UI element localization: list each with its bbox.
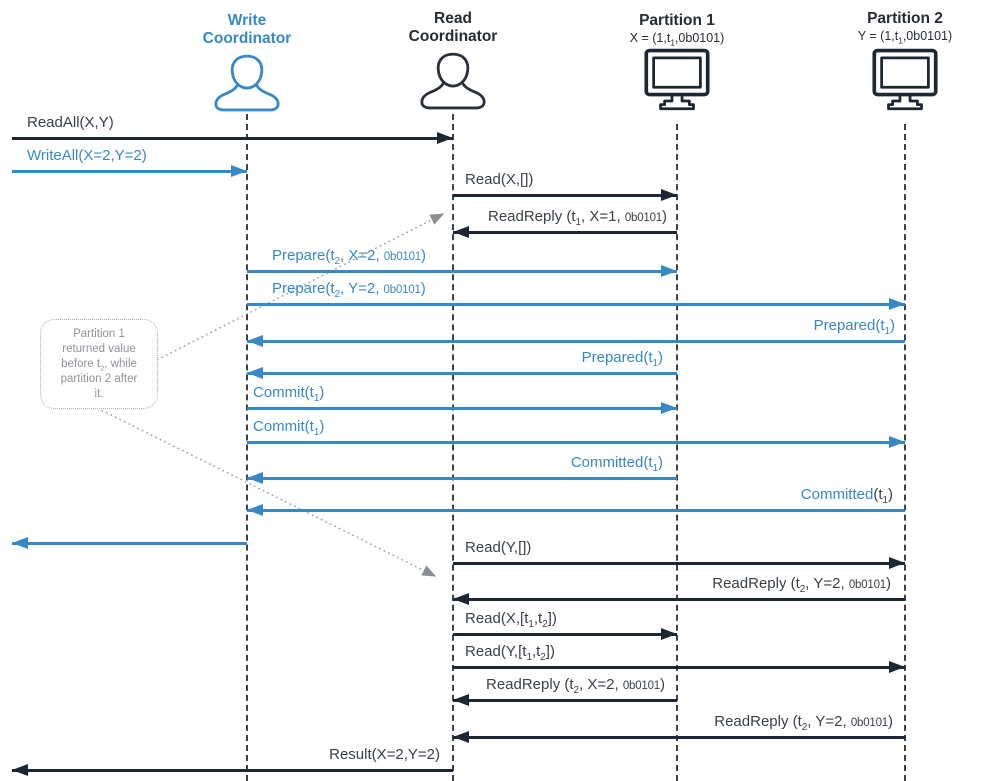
message-arrow-prepare-t2-x2	[247, 270, 677, 273]
note-line: before t2, while	[61, 357, 137, 372]
actor-title-line: Partition 2	[867, 10, 943, 27]
actor-title-line: Coordinator	[202, 29, 292, 47]
message-label-committed-t1-from-p1: Committed(t1)	[570, 454, 663, 474]
note-line: it.	[94, 387, 104, 400]
note-line: partition 2 after	[60, 372, 138, 385]
message-arrow-read-x-empty	[453, 194, 677, 197]
arrowhead-icon	[247, 335, 263, 347]
message-arrow-readreply-t2-x2	[453, 699, 677, 702]
arrowhead-icon	[661, 189, 677, 201]
message-label-prepared-t1-from-p2: Prepared(t1)	[813, 317, 895, 337]
message-label-readreply-t1-x1: ReadReply (t1, X=1, 0b0101)	[487, 208, 667, 228]
arrowhead-icon	[453, 731, 469, 743]
message-arrow-readreply-t2-y2-final	[453, 736, 905, 739]
message-label-prepare-t2-x2: Prepare(t2, X=2, 0b0101)	[272, 247, 426, 267]
message-label-committed-t1-from-p2: Committed(t1)	[800, 486, 893, 506]
message-arrow-readreply-t2-y2	[453, 598, 905, 601]
note-line: returned value	[62, 342, 136, 355]
message-label-prepare-t2-y2: Prepare(t2, Y=2, 0b0101)	[272, 280, 426, 300]
message-arrow-read-y-empty	[453, 562, 905, 565]
actor-icon-write-coordinator	[213, 52, 281, 121]
lifeline-write-coordinator	[246, 114, 248, 781]
arrowhead-icon	[453, 593, 469, 605]
message-label-read-y-t1-t2: Read(Y,[t1,t2])	[465, 643, 555, 663]
arrowhead-icon	[889, 298, 905, 310]
arrowhead-icon	[12, 537, 28, 549]
arrowhead-icon	[889, 436, 905, 448]
lifeline-partition-1	[676, 124, 678, 781]
arrowhead-icon	[247, 472, 263, 484]
person-icon	[420, 52, 486, 110]
arrowhead-icon	[453, 694, 469, 706]
note-bubble: Partition 1 returned value before t2, whil…	[40, 319, 158, 409]
message-label-result: Result(X=2,Y=2)	[329, 746, 440, 763]
arrowhead-icon	[453, 226, 469, 238]
lifeline-partition-2	[904, 124, 906, 781]
message-label-readreply-t2-y2-final: ReadReply (t2, Y=2, 0b0101)	[714, 713, 893, 733]
arrowhead-icon	[889, 661, 905, 673]
actor-icon-partition-2	[872, 48, 938, 125]
message-label-commit-t1-to-p1: Commit(t1)	[253, 384, 325, 404]
actor-subtitle-partition-1: X = (1,t1,0b0101)	[629, 30, 725, 47]
message-label-prepared-t1-from-p1: Prepared(t1)	[581, 349, 663, 369]
message-label-commit-t1-to-p2: Commit(t1)	[253, 418, 325, 438]
message-label-readall-request: ReadAll(X,Y)	[27, 114, 114, 131]
message-label-read-x-empty: Read(X,[])	[465, 171, 534, 188]
monitor-icon	[872, 48, 938, 111]
message-arrow-prepare-t2-y2	[247, 303, 905, 306]
message-label-read-x-t1-t2: Read(X,[t1,t2])	[465, 610, 557, 630]
message-arrow-prepared-t1-from-p2	[247, 340, 905, 343]
message-arrow-readreply-t1-x1	[453, 231, 677, 234]
actor-title-line: Partition 1	[639, 12, 715, 29]
message-arrow-read-y-t1-t2	[453, 666, 905, 669]
arrowhead-icon	[661, 402, 677, 414]
message-arrow-prepared-t1-from-p1	[247, 372, 677, 375]
message-arrow-read-x-t1-t2	[453, 633, 677, 636]
lifeline-read-coordinator	[452, 114, 454, 781]
message-label-writeall-request: WriteAll(X=2,Y=2)	[27, 147, 147, 164]
monitor-icon	[644, 48, 710, 111]
arrowhead-icon	[889, 557, 905, 569]
actor-title-line: Coordinator	[408, 27, 498, 45]
arrowhead-icon	[661, 628, 677, 640]
message-arrow-writeall-ack	[12, 542, 247, 545]
message-label-read-y-empty: Read(Y,[])	[465, 539, 532, 556]
arrowhead-icon	[12, 764, 28, 776]
message-arrow-commit-t1-to-p2	[247, 441, 905, 444]
message-label-readreply-t2-y2: ReadReply (t2, Y=2, 0b0101)	[712, 575, 891, 595]
arrowhead-icon	[437, 132, 453, 144]
arrowhead-icon	[247, 504, 263, 516]
actor-icon-read-coordinator	[419, 50, 487, 119]
message-arrow-commit-t1-to-p1	[247, 407, 677, 410]
message-label-readreply-t2-x2: ReadReply (t2, X=2, 0b0101)	[485, 676, 665, 696]
person-icon	[214, 54, 280, 112]
message-arrow-result	[12, 769, 453, 772]
actor-subtitle-partition-2: Y = (1,t1,0b0101)	[857, 28, 953, 45]
actor-title-line: Read	[434, 10, 472, 27]
note-line: Partition 1	[73, 327, 125, 340]
message-arrow-readall-request	[12, 137, 453, 140]
actor-title-line: Write	[227, 12, 267, 29]
message-arrow-writeall-request	[12, 170, 247, 173]
arrowhead-icon	[247, 367, 263, 379]
message-arrow-committed-t1-from-p1	[247, 477, 677, 480]
arrowhead-icon	[231, 165, 247, 177]
message-arrow-committed-t1-from-p2	[247, 509, 905, 512]
arrowhead-icon	[661, 265, 677, 277]
actor-icon-partition-1	[644, 48, 710, 125]
